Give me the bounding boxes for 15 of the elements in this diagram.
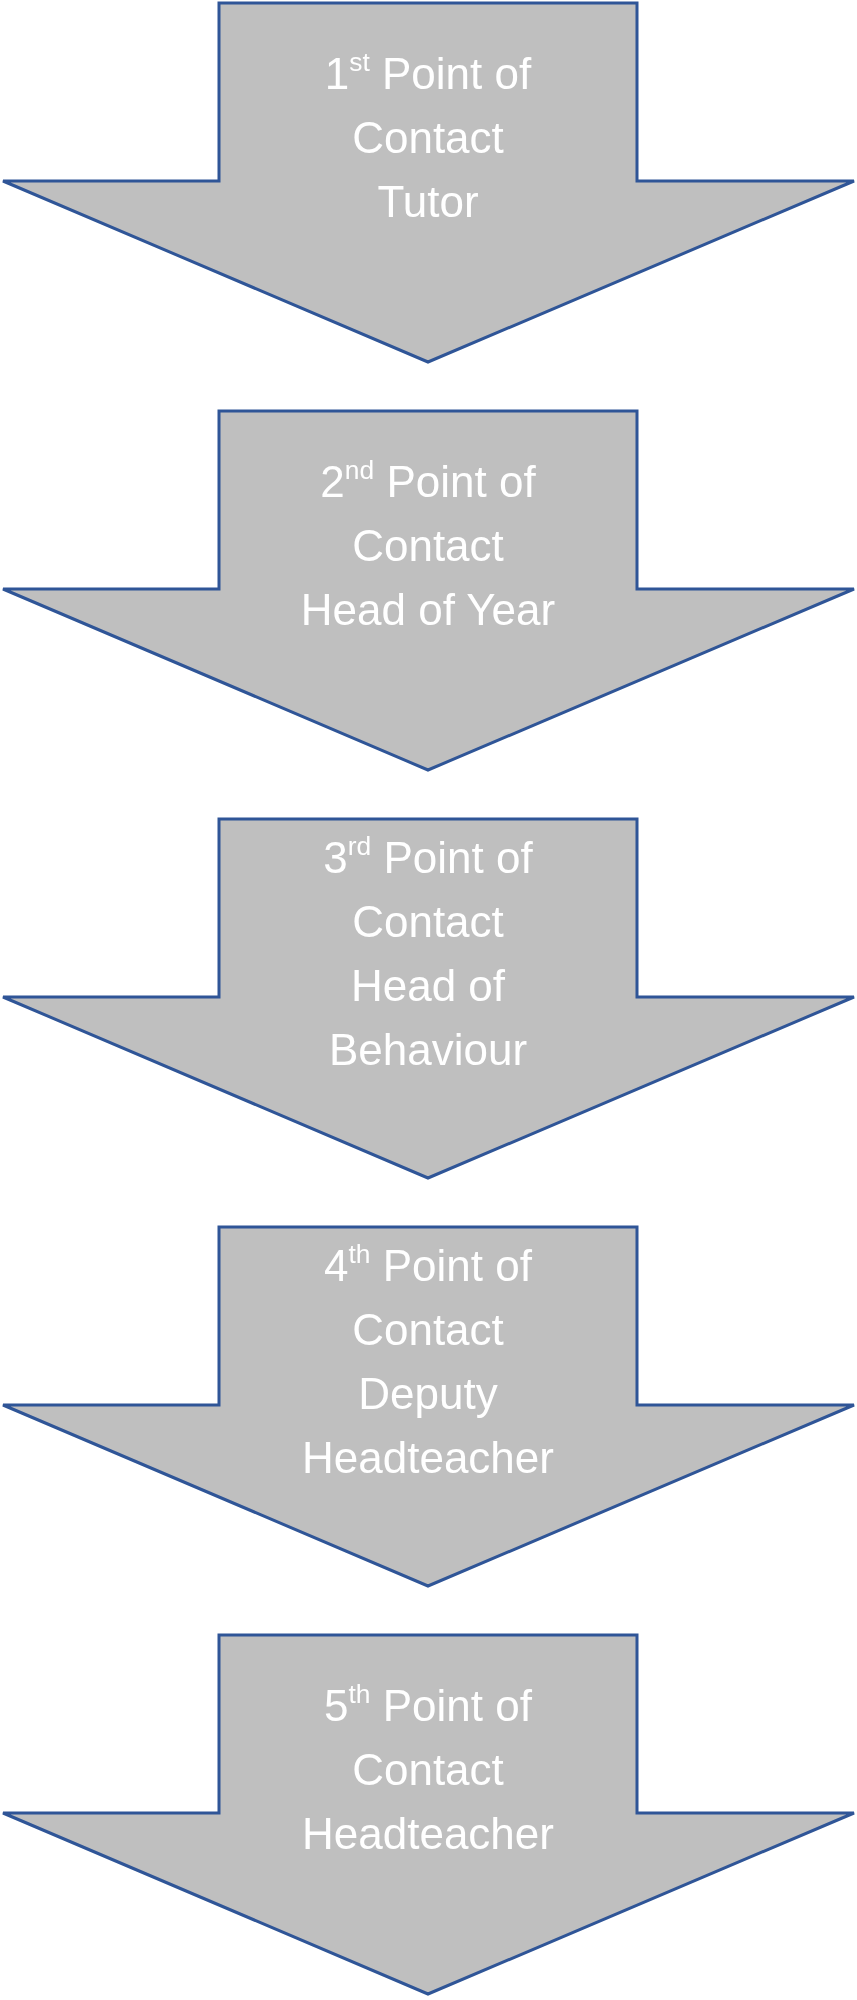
step-heading: 2$^{nd}$ Point of Contact [319, 453, 537, 572]
down-arrow-shape [1, 1225, 856, 1589]
role-text: Tutor [377, 176, 479, 228]
role-text: Head of Year [300, 584, 556, 636]
down-arrow-shape [1, 1, 856, 365]
step-heading: 1$^{st}$ Point of Contact [323, 45, 533, 164]
role-text: Deputy Headteacher [301, 1368, 555, 1484]
step-heading: 4$^{th}$ Point of Contact [323, 1237, 533, 1356]
down-arrow-shape [1, 817, 856, 1181]
step-heading: 5$^{th}$ Point of Contact [323, 1677, 533, 1796]
role-text: Headteacher [302, 1808, 554, 1860]
down-arrow-shape [1, 409, 856, 773]
role-text: Head of Behaviour [327, 960, 529, 1076]
down-arrow-shape [1, 1633, 856, 1997]
step-heading: 3$^{rd}$ Point of Contact [322, 829, 534, 948]
